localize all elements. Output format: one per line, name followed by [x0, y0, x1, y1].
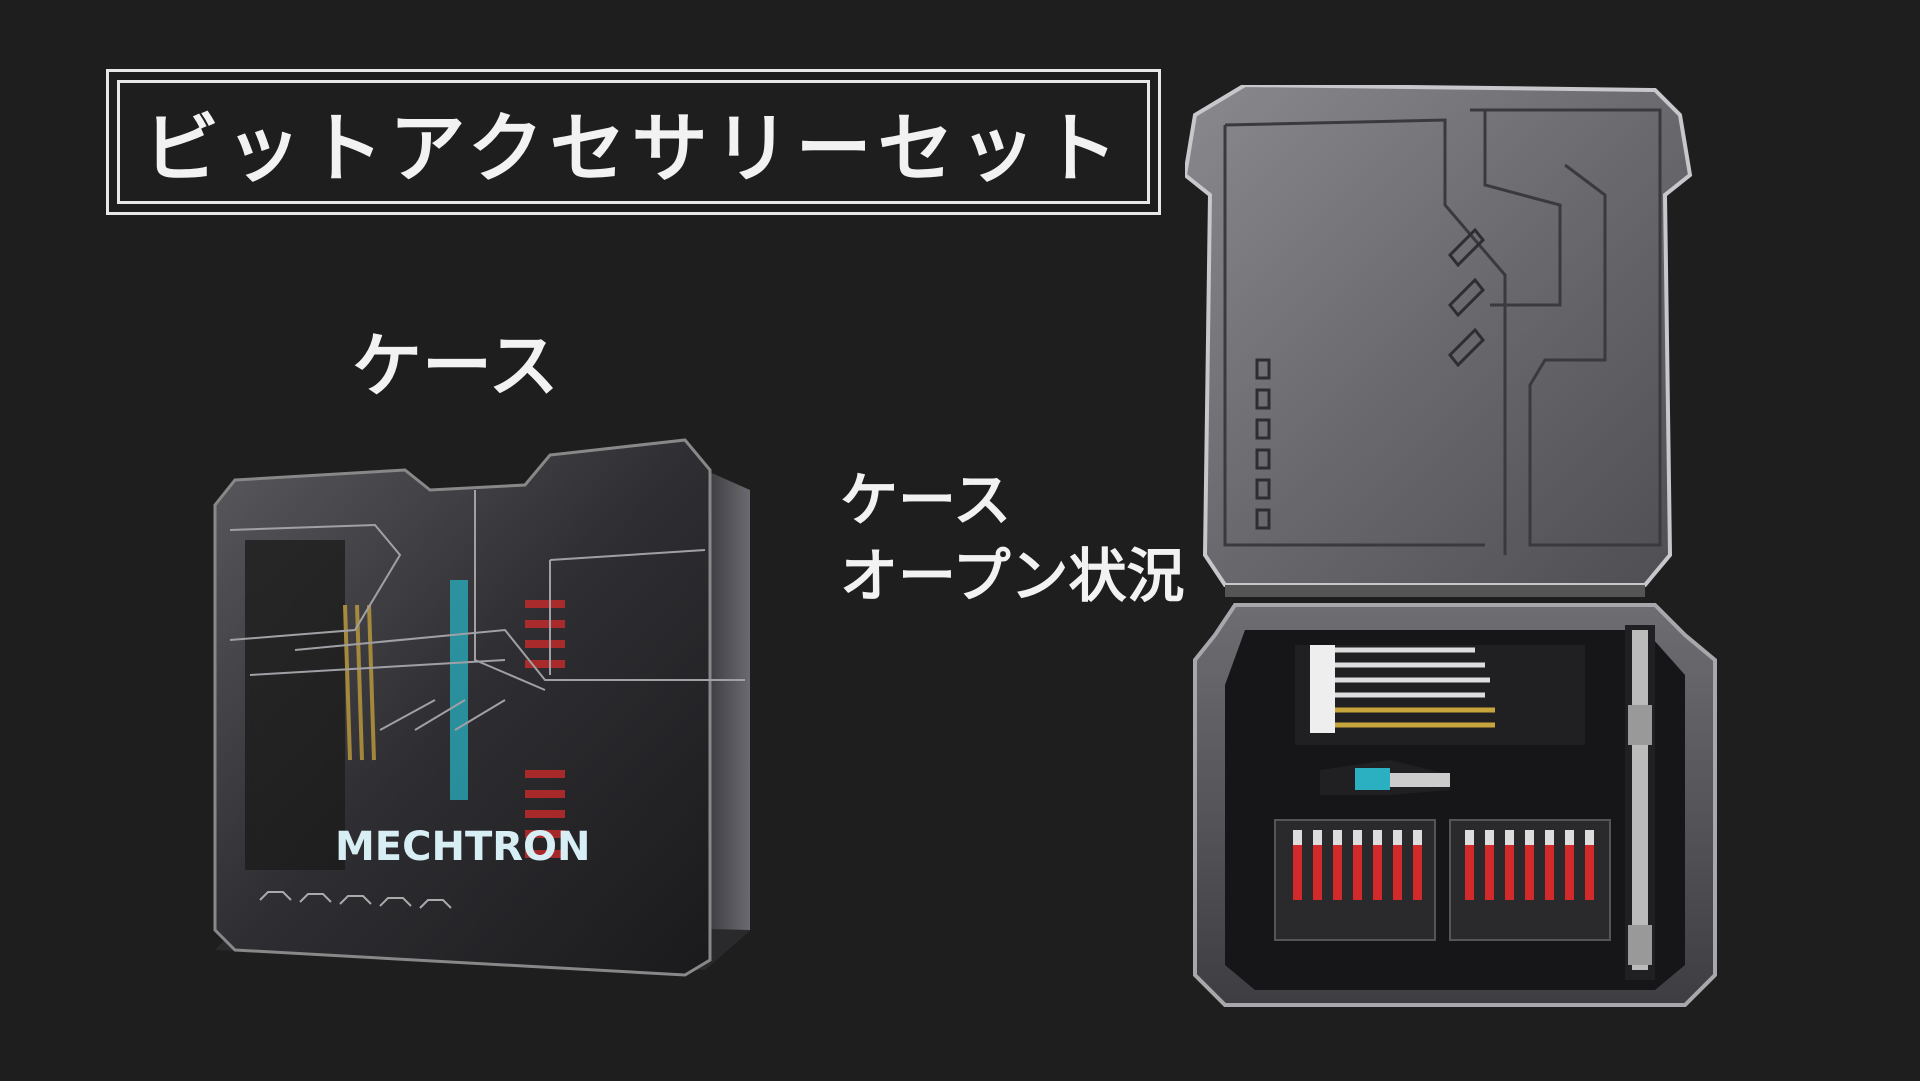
- case-lid-lines: [229, 490, 745, 731]
- brand-logo: MECHTRON: [335, 824, 591, 870]
- page-title: ビットアクセサリーセット: [143, 104, 1124, 193]
- bit-block-left: [1274, 819, 1436, 941]
- open-case-image: [1185, 85, 1717, 1007]
- closed-case-image: MECHTRON: [213, 438, 750, 977]
- bit-block-right: [1449, 819, 1611, 941]
- open-case-label-line2: オープン状況: [840, 542, 1185, 610]
- hinge: [1225, 585, 1645, 597]
- open-case-label: ケース オープン状況: [840, 462, 1185, 614]
- drill-bit-holder: [1295, 645, 1585, 745]
- bit-extension: [1320, 760, 1450, 795]
- case-contents: [245, 540, 565, 870]
- open-case-label-line1: ケース: [840, 466, 1012, 534]
- screwdriver-handle: [1625, 625, 1655, 980]
- open-lid-slots: [1255, 227, 1486, 530]
- open-lid-lines: [1223, 108, 1662, 555]
- case-label: ケース: [352, 325, 559, 407]
- brand-logo-text: MECHTRON: [335, 824, 591, 870]
- title-frame-inner: ビットアクセサリーセット: [117, 80, 1150, 204]
- case-side: [705, 470, 750, 970]
- case-clips: [259, 891, 452, 909]
- title-frame: ビットアクセサリーセット: [106, 69, 1161, 215]
